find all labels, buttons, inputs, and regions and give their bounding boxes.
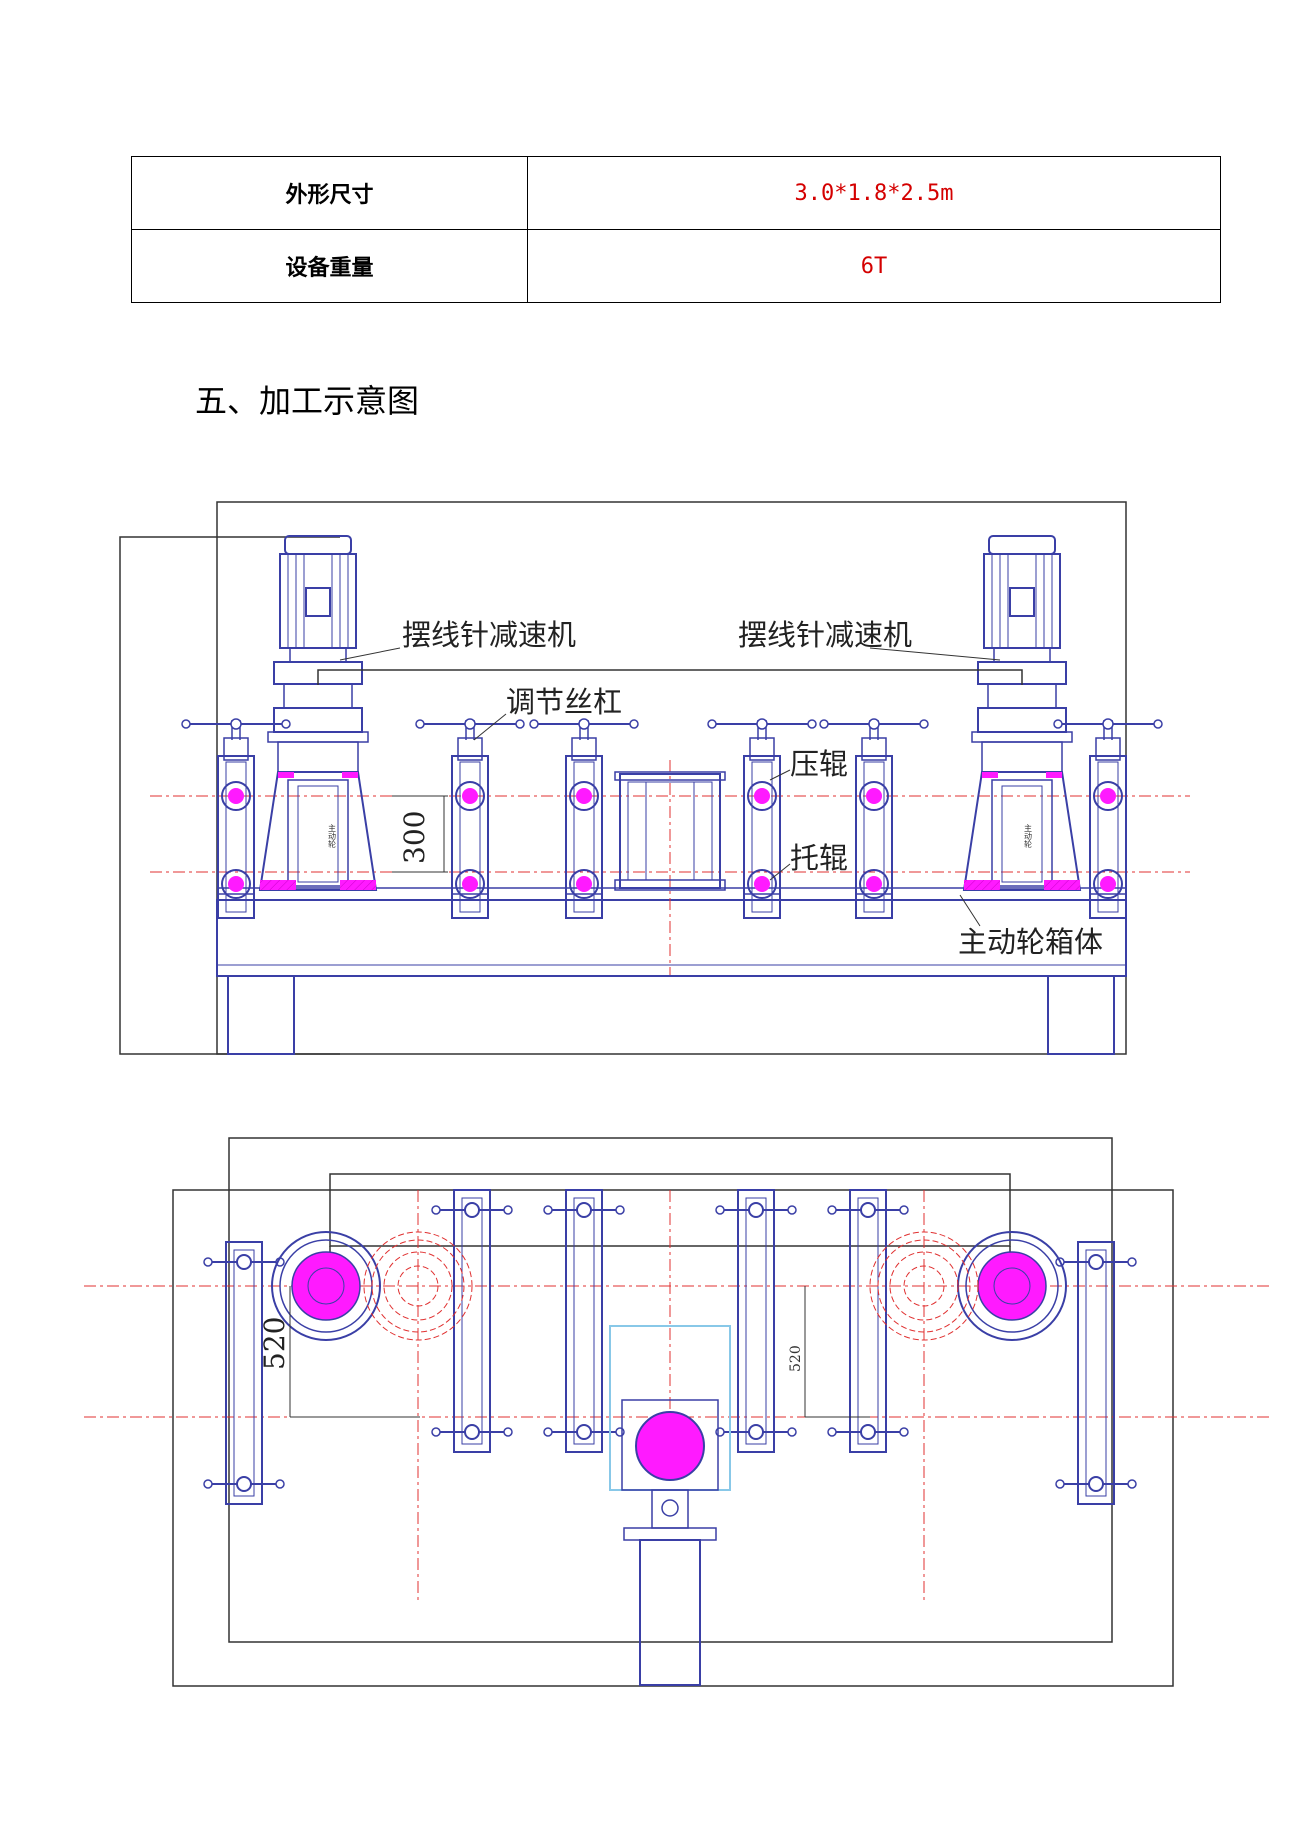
label-drive-box: 主动轮箱体 bbox=[958, 925, 1103, 959]
spec-label: 设备重量 bbox=[131, 229, 528, 303]
dimension-520-left: 520 bbox=[258, 1317, 291, 1370]
spec-value: 6T bbox=[527, 229, 1221, 303]
spec-row: 设备重量 6T bbox=[131, 229, 1221, 303]
label-support-roller: 托辊 bbox=[790, 841, 848, 875]
spec-label: 外形尺寸 bbox=[131, 156, 528, 230]
dimension-300: 300 bbox=[398, 811, 431, 864]
dimension-520-right: 520 bbox=[788, 1345, 804, 1372]
drive-wheel-label: 主动轮 bbox=[1024, 823, 1033, 849]
label-reducer-right: 摆线针减速机 bbox=[738, 618, 912, 652]
spec-row: 外形尺寸 3.0*1.8*2.5m bbox=[131, 156, 1221, 230]
section-title: 五、加工示意图 bbox=[195, 382, 420, 420]
drive-wheel-label: 主动轮 bbox=[328, 823, 337, 849]
top-view: 520 520 bbox=[84, 1137, 1270, 1687]
front-view: 主动轮 主动轮 摆线针减速机 摆线针减速机 调节丝杠 压辊 托辊 主动轮箱体 bbox=[119, 501, 1190, 1055]
label-reducer-left: 摆线针减速机 bbox=[402, 618, 576, 652]
label-adjust-screw: 调节丝杠 bbox=[506, 685, 622, 719]
label-press-roller: 压辊 bbox=[790, 747, 848, 781]
spec-table: 外形尺寸 3.0*1.8*2.5m 设备重量 6T bbox=[131, 156, 1221, 303]
spec-value: 3.0*1.8*2.5m bbox=[527, 156, 1221, 230]
